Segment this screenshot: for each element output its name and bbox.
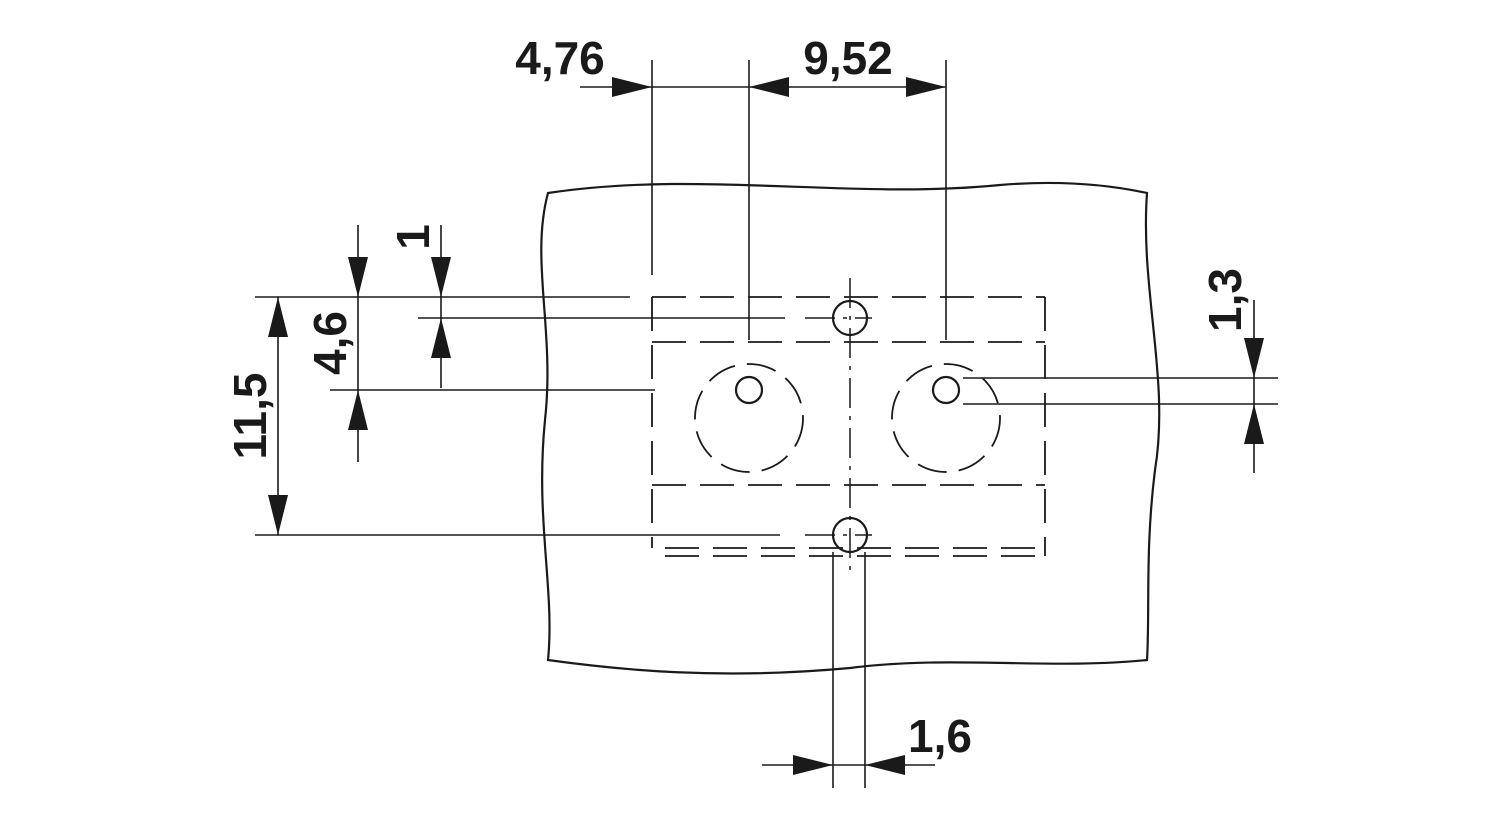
dimension-11-5-line	[268, 297, 288, 535]
dimension-11-5-label: 11,5	[224, 373, 276, 460]
dimension-1-6-label: 1,6	[908, 710, 972, 762]
fixing-hole-bottom	[831, 516, 869, 554]
fixing-hole-top	[831, 299, 869, 337]
dimension-1-label: 1	[387, 224, 439, 250]
center-lines	[805, 278, 872, 572]
dimension-4-6-line	[348, 225, 368, 462]
dimension-1-3-label: 1,3	[1199, 268, 1251, 332]
dimension-1-3-line	[963, 300, 1278, 473]
left-extension-lines	[255, 296, 785, 536]
dimension-9-52-label: 9,52	[803, 32, 893, 84]
dimension-4-6-label: 4,6	[304, 311, 356, 375]
pin-hole-left	[694, 363, 804, 473]
dimension-1-6-line	[762, 552, 935, 788]
pin-hole-right	[891, 363, 1001, 473]
dimension-pitch-group	[580, 60, 947, 340]
connector-footprint	[651, 296, 1046, 557]
dimension-1-line	[431, 225, 451, 388]
pcb-board-outline	[540, 181, 1161, 675]
dimension-4-76-label: 4,76	[515, 32, 605, 84]
